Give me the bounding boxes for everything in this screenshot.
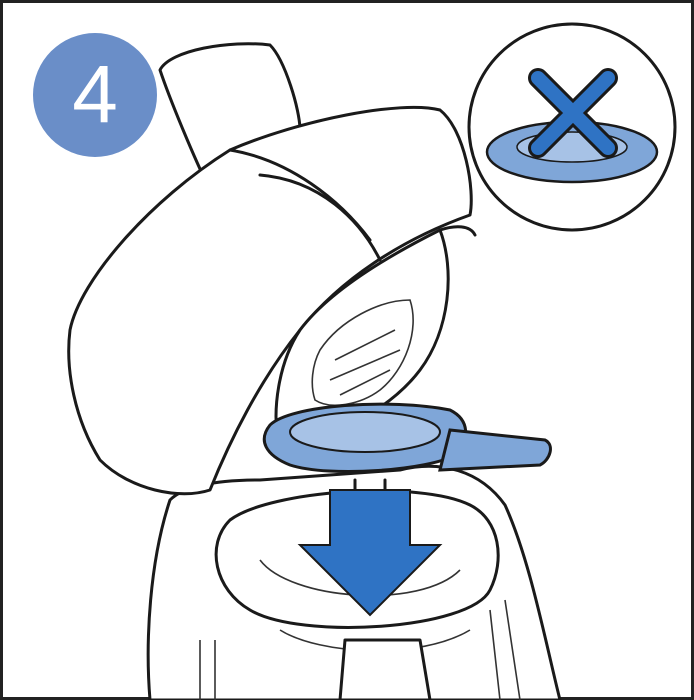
arrow-down-icon — [297, 489, 443, 617]
pod-holder — [262, 402, 552, 507]
inset-wrong-example — [467, 22, 677, 232]
machine-lid — [67, 42, 477, 496]
x-mark-icon — [528, 68, 618, 158]
step-number-badge: 4 — [33, 33, 157, 157]
